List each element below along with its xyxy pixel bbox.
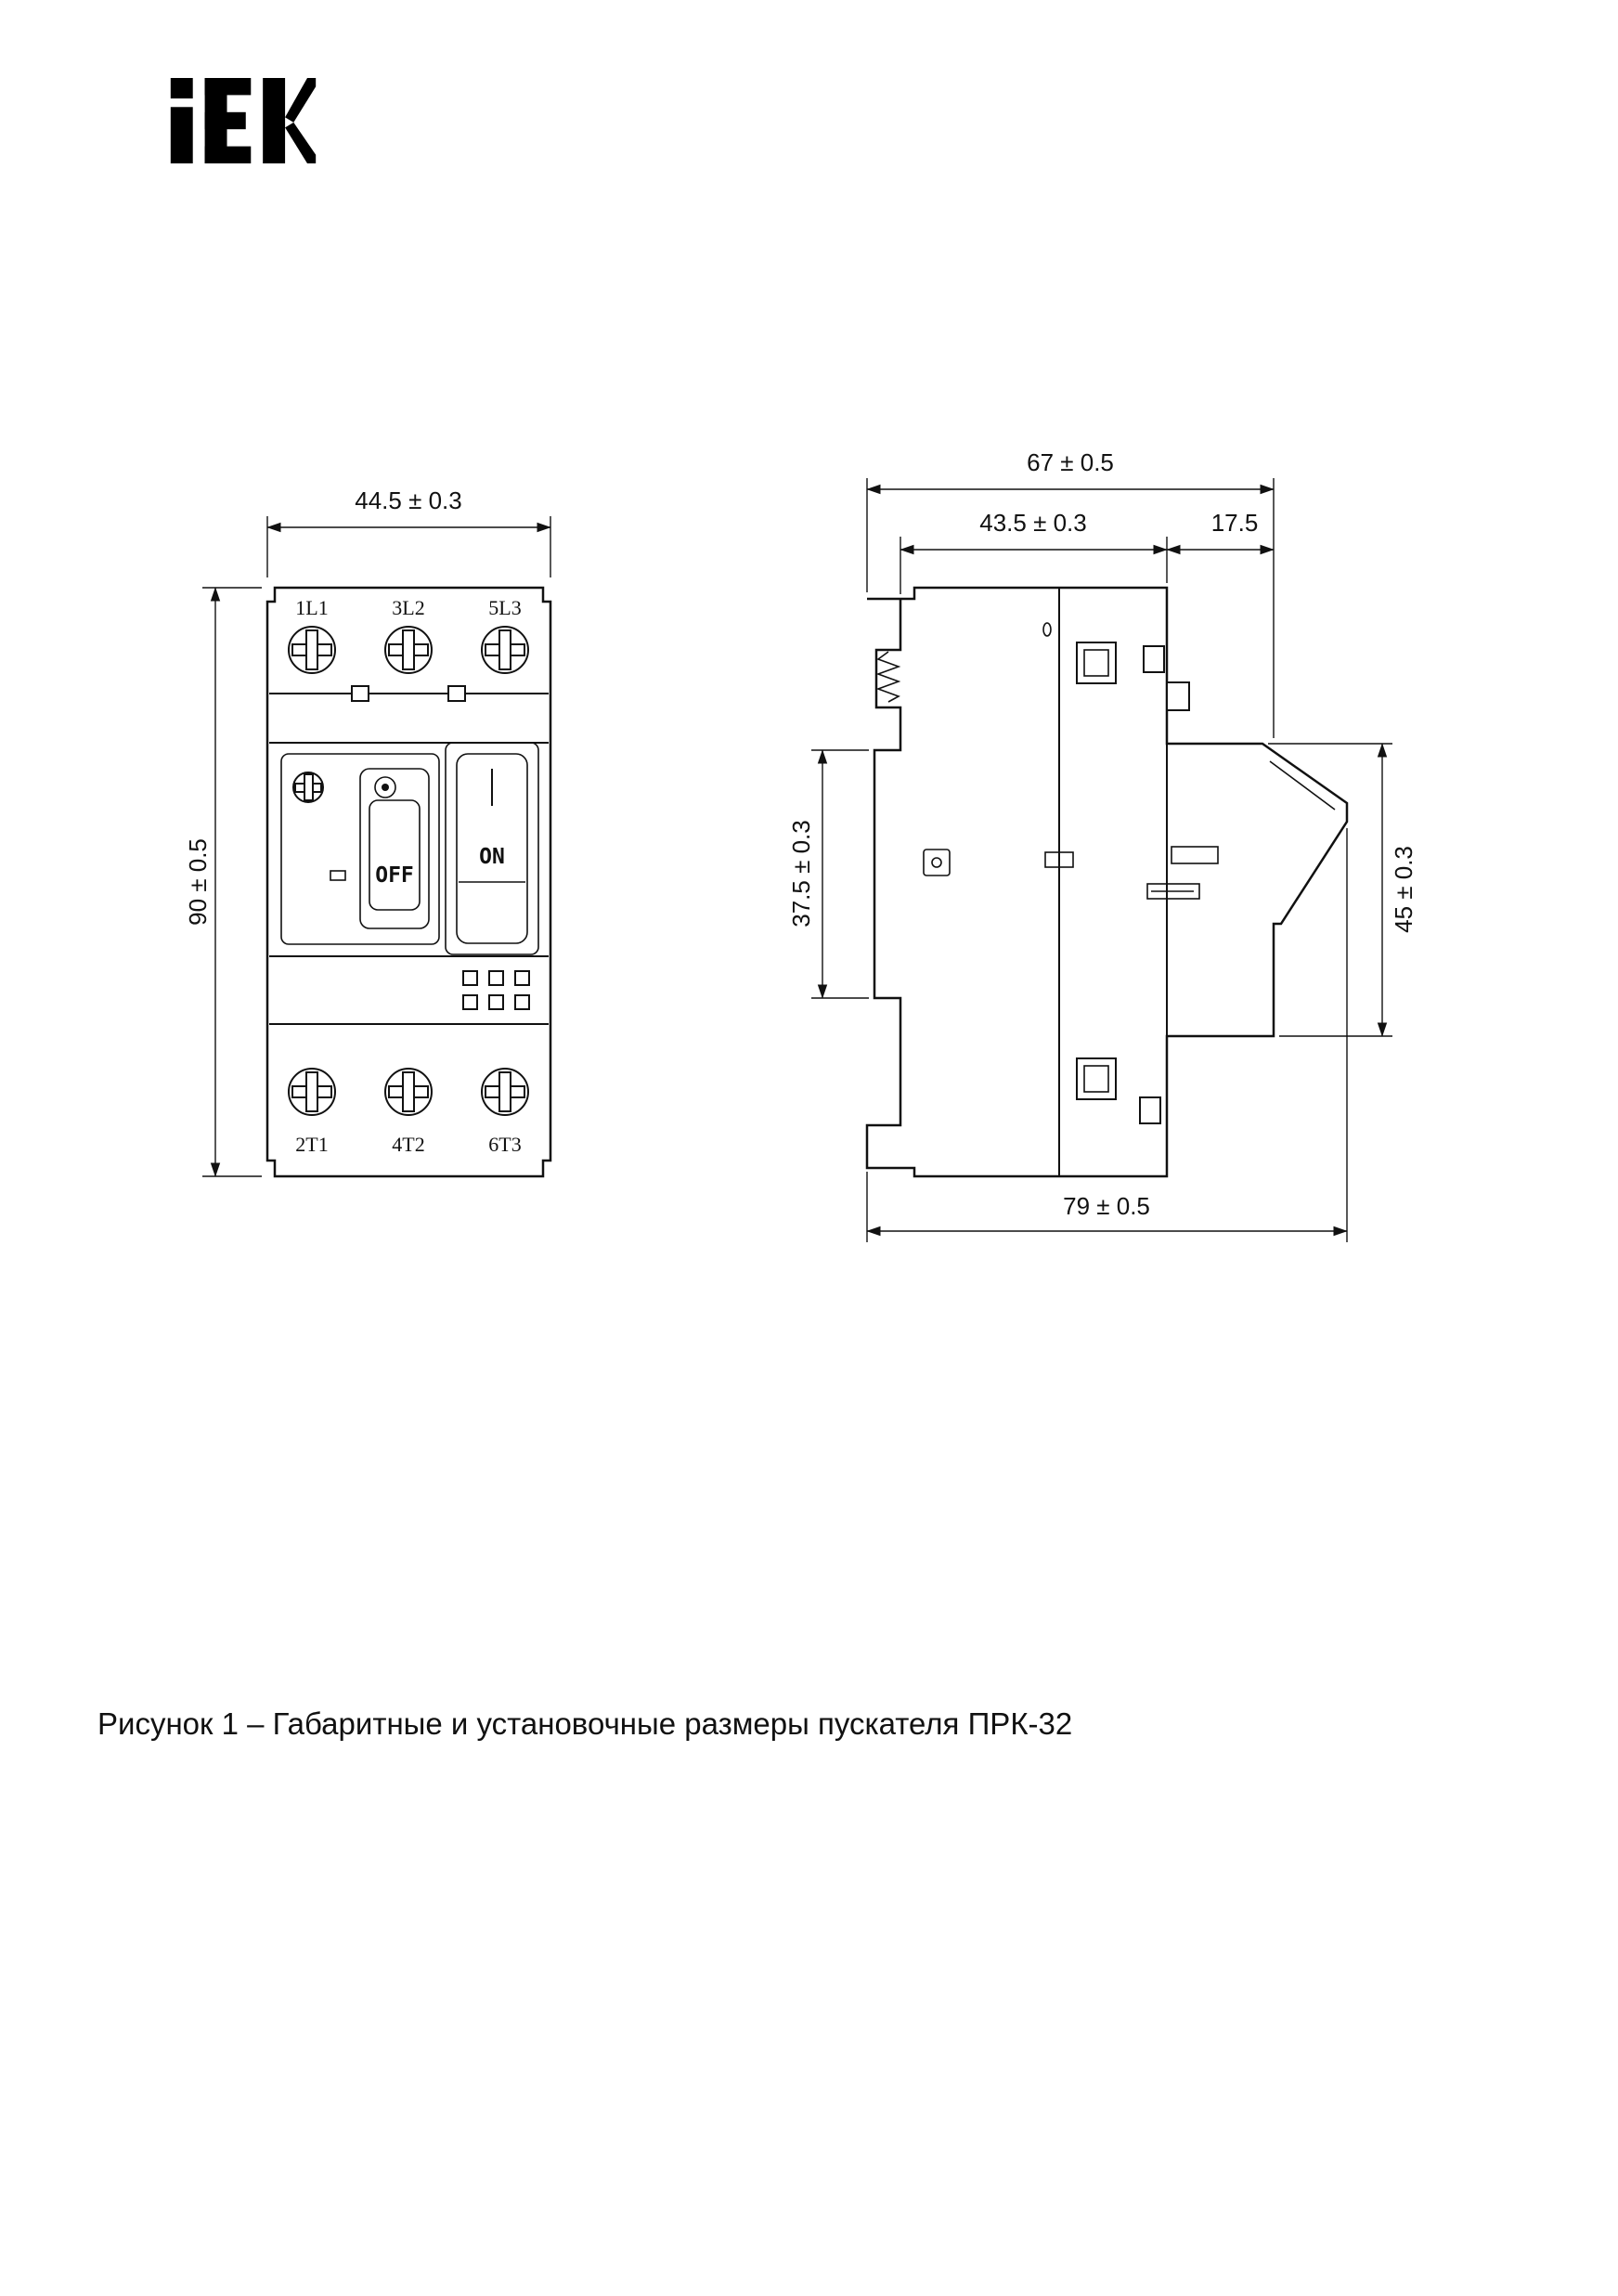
clamp-slot-top — [1143, 645, 1165, 673]
dim-side-height-front-label: 45 ± 0.3 — [1390, 846, 1417, 933]
pole-separator — [447, 685, 466, 702]
terminal-label-3l2: 3L2 — [392, 596, 424, 619]
terminal-opening-top — [1076, 642, 1117, 684]
iek-logo-graphic — [170, 78, 317, 163]
logo-letter-e — [204, 78, 252, 163]
latch-window — [1044, 851, 1074, 868]
off-module: OFF — [280, 753, 440, 945]
iek-logo: IEK — [169, 78, 317, 163]
off-label: OFF — [375, 863, 414, 888]
side-nub — [1166, 681, 1190, 711]
on-module-frame — [445, 742, 539, 955]
terminal-label-2t1: 2T1 — [295, 1133, 328, 1156]
clamp-slot-bottom — [1139, 1096, 1161, 1124]
on-label: ON — [479, 845, 505, 869]
dim-side-depth-body: 43.5 ± 0.3 — [900, 509, 1168, 594]
aux-contact-marks — [462, 970, 530, 1010]
screw-terminal-bottom — [288, 1068, 529, 1116]
dim-side-depth-total-label: 79 ± 0.5 — [1063, 1192, 1150, 1220]
dim-side-depth-body-label: 43.5 ± 0.3 — [979, 509, 1086, 537]
terminal-label-5l3: 5L3 — [488, 596, 521, 619]
dim-side-height-back-label: 37.5 ± 0.3 — [787, 820, 815, 927]
side-view-drawing: 67 ± 0.5 43.5 ± 0.3 17.5 37.5 ± 0.3 — [787, 448, 1417, 1242]
terminal-label-1l1: 1L1 — [295, 596, 328, 619]
terminal-label-6t3: 6T3 — [488, 1133, 521, 1156]
screw-terminal-top — [288, 626, 529, 674]
reset-flag — [1146, 883, 1200, 900]
label-plate — [1171, 846, 1219, 864]
front-view-outline — [265, 586, 552, 1178]
front-view-drawing: 1L1 3L2 5L3 — [184, 486, 552, 1178]
adjustment-screw — [292, 772, 324, 803]
trip-indicator-dot — [382, 784, 389, 791]
mounting-hole — [931, 857, 942, 868]
trip-indicator — [374, 776, 396, 798]
off-module-frame — [280, 753, 440, 945]
logo-letter-k — [263, 78, 317, 163]
on-rocker — [456, 753, 528, 944]
state-window — [330, 870, 346, 881]
toggle-edge-line — [1269, 760, 1336, 811]
dim-front-width-label: 44.5 ± 0.3 — [355, 486, 461, 514]
off-button — [369, 799, 421, 911]
terminal-opening-bottom — [1076, 1057, 1117, 1100]
logo-letter-i — [170, 78, 193, 163]
dim-side-depth-front-label: 17.5 — [1211, 509, 1259, 537]
on-module: ON — [445, 742, 539, 955]
dim-front-height: 90 ± 0.5 — [184, 587, 262, 1177]
side-view-outline — [865, 586, 1349, 1178]
din-clip-spring — [875, 651, 901, 703]
terminal-label-4t2: 4T2 — [392, 1133, 424, 1156]
dim-side-depth-overall-label: 67 ± 0.5 — [1027, 448, 1114, 476]
dim-side-depth-overall: 67 ± 0.5 — [866, 448, 1275, 738]
dim-side-height-back: 37.5 ± 0.3 — [787, 749, 869, 999]
vent-slot — [1042, 622, 1052, 637]
dim-front-width: 44.5 ± 0.3 — [266, 486, 551, 577]
dim-side-depth-front: 17.5 — [1166, 509, 1275, 555]
mounting-hole-frame — [923, 849, 951, 876]
pole-separator — [351, 685, 369, 702]
figure-caption: Рисунок 1 – Габаритные и установочные ра… — [97, 1706, 1073, 1741]
dim-side-depth-total: 79 ± 0.5 — [866, 828, 1348, 1242]
dim-side-height-front: 45 ± 0.3 — [1268, 743, 1417, 1037]
dim-front-height-label: 90 ± 0.5 — [184, 838, 212, 926]
off-button-guard — [359, 768, 430, 929]
